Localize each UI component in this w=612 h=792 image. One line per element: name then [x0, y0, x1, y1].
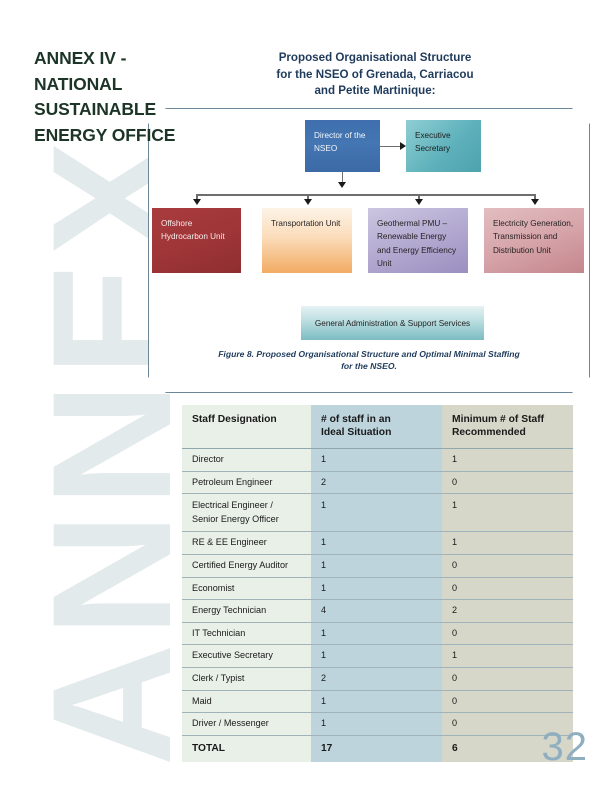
figure-title-line-3: and Petite Martinique: [314, 84, 436, 97]
cell-ideal: 4 [311, 599, 442, 623]
column-header-text: Minimum # of Staff [452, 414, 545, 425]
table-row: Economist 1 0 [182, 577, 573, 601]
connector-drop-geothermal [418, 194, 420, 202]
figure-caption-line-2: for the NSEO. [341, 361, 397, 372]
table-row: Certified Energy Auditor 1 0 [182, 554, 573, 578]
cell-total-minimum: 6 [442, 735, 573, 763]
org-node-director: Director of the NSEO [305, 120, 380, 172]
page-title: ANNEX IV - NATIONAL SUSTAINABLE ENERGY O… [34, 48, 176, 145]
cell-designation: Certified Energy Auditor [182, 554, 311, 578]
arrowhead-geothermal [414, 199, 423, 205]
column-header-text: # of staff in an [321, 414, 391, 425]
cell-designation: Director [182, 448, 311, 472]
org-node-general-administration: General Administration & Support Service… [301, 306, 484, 340]
cell-ideal: 2 [311, 471, 442, 495]
table-row: RE & EE Engineer 1 1 [182, 531, 573, 555]
table-header-row: Staff Designation # of staff in an Ideal… [182, 405, 573, 449]
cell-designation: Economist [182, 577, 311, 601]
figure-caption-line-1: Figure 8. Proposed Organisational Struct… [218, 349, 520, 359]
cell-minimum: 0 [442, 667, 573, 691]
cell-total-label: TOTAL [182, 735, 311, 763]
cell-designation: IT Technician [182, 622, 311, 646]
arrowhead-electricity [530, 199, 539, 205]
cell-minimum: 0 [442, 622, 573, 646]
cell-ideal: 1 [311, 554, 442, 578]
org-node-executive-secretary: Executive Secretary [406, 120, 481, 172]
table-row: Driver / Messenger 1 0 [182, 712, 573, 736]
table-row: Director 1 1 [182, 448, 573, 472]
cell-minimum: 1 [442, 531, 573, 555]
cell-minimum: 0 [442, 712, 573, 736]
cell-designation: Energy Technician [182, 599, 311, 623]
cell-minimum: 0 [442, 690, 573, 714]
cell-designation: RE & EE Engineer [182, 531, 311, 555]
org-node-transportation-unit: Transportation Unit [262, 208, 352, 273]
connector-bus-horizontal [196, 194, 536, 196]
cell-minimum: 0 [442, 577, 573, 601]
column-header-text: Ideal Situation [321, 427, 392, 438]
cell-ideal: 1 [311, 690, 442, 714]
column-header-text: Staff Designation [192, 414, 277, 425]
column-header-staff-designation: Staff Designation [182, 405, 311, 449]
table-row: Petroleum Engineer 2 0 [182, 471, 573, 495]
connector-drop-electricity [534, 194, 536, 202]
cell-ideal: 1 [311, 493, 442, 533]
arrowhead-director-drop [338, 182, 346, 188]
cell-designation: Petroleum Engineer [182, 471, 311, 495]
cell-total-ideal: 17 [311, 735, 442, 763]
connector-director-drop [342, 172, 344, 184]
cell-ideal: 2 [311, 667, 442, 691]
org-node-offshore-hydrocarbon-unit: Offshore Hydrocarbon Unit [152, 208, 241, 273]
cell-ideal: 1 [311, 622, 442, 646]
cell-minimum: 1 [442, 493, 573, 533]
staffing-table: Staff Designation # of staff in an Ideal… [182, 405, 573, 763]
cell-minimum: 0 [442, 554, 573, 578]
arrowhead-offshore [192, 199, 201, 205]
column-header-ideal-staff: # of staff in an Ideal Situation [311, 405, 442, 449]
table-row: Clerk / Typist 2 0 [182, 667, 573, 691]
table-row: Maid 1 0 [182, 690, 573, 714]
connector-drop-transportation [307, 194, 309, 202]
cell-designation: Clerk / Typist [182, 667, 311, 691]
cell-designation: Executive Secretary [182, 644, 311, 668]
cell-ideal: 1 [311, 448, 442, 472]
cell-designation: Driver / Messenger [182, 712, 311, 736]
connector-drop-offshore [196, 194, 198, 202]
cell-minimum: 2 [442, 599, 573, 623]
column-header-minimum-staff: Minimum # of Staff Recommended [442, 405, 573, 449]
column-header-text: Recommended [452, 427, 526, 438]
cell-ideal: 1 [311, 577, 442, 601]
table-row: IT Technician 1 0 [182, 622, 573, 646]
table-row: Energy Technician 4 2 [182, 599, 573, 623]
arrowhead-transportation [303, 199, 312, 205]
org-node-geothermal-pmu: Geothermal PMU – Renewable Energy and En… [368, 208, 468, 273]
table-row: Electrical Engineer / Senior Energy Offi… [182, 493, 573, 533]
cell-ideal: 1 [311, 712, 442, 736]
connector-director-to-secretary [380, 145, 401, 147]
cell-ideal: 1 [311, 531, 442, 555]
table-total-row: TOTAL 17 6 [182, 735, 573, 763]
org-chart-panel: Director of the NSEO Executive Secretary… [148, 108, 590, 393]
page-number: 32 [541, 725, 588, 769]
cell-designation: Maid [182, 690, 311, 714]
cell-minimum: 1 [442, 644, 573, 668]
org-node-electricity-generation-unit: Electricity Generation, Transmission and… [484, 208, 584, 273]
figure-caption: Figure 8. Proposed Organisational Struct… [170, 348, 568, 373]
table-row: Executive Secretary 1 1 [182, 644, 573, 668]
figure-title-line-1: Proposed Organisational Structure [278, 51, 472, 64]
cell-designation: Electrical Engineer / Senior Energy Offi… [182, 493, 311, 533]
cell-minimum: 1 [442, 448, 573, 472]
figure-title-line-2: for the NSEO of Grenada, Carriacou [276, 67, 474, 81]
figure-title: Proposed Organisational Structure for th… [180, 50, 570, 100]
arrowhead-to-secretary [400, 142, 406, 150]
cell-ideal: 1 [311, 644, 442, 668]
cell-minimum: 0 [442, 471, 573, 495]
